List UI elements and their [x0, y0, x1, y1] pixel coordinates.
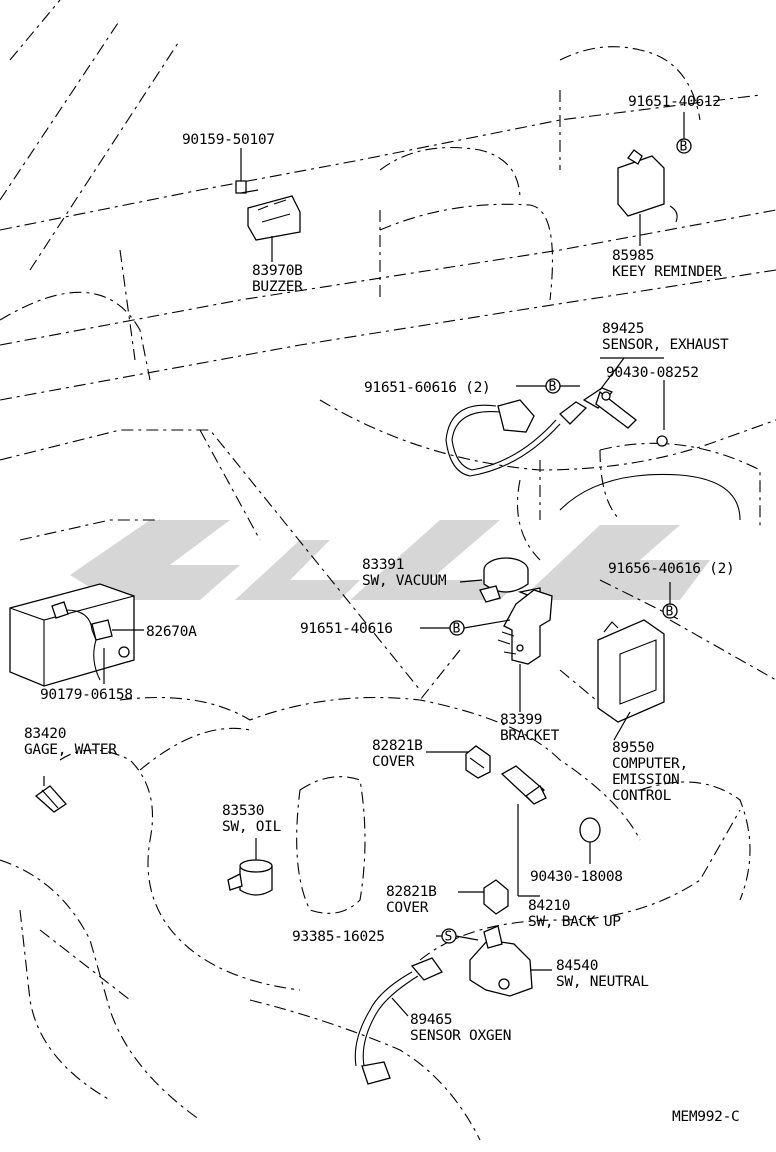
part-number-82821b-upper: 82821B: [372, 738, 423, 754]
part-desc-sw-oil: SW, OIL: [222, 819, 282, 835]
marker-b-3: B: [662, 603, 678, 620]
part-number-91656-40616: 91656-40616 (2): [608, 561, 734, 577]
part-number-83391: 83391: [362, 557, 404, 573]
part-number-82670a: 82670A: [146, 624, 197, 640]
part-number-91651-60616: 91651-60616 (2): [364, 380, 490, 396]
part-number-82821b-lower: 82821B: [386, 884, 437, 900]
part-number-84540: 84540: [556, 958, 598, 974]
part-desc-cover-lower: COVER: [386, 900, 429, 916]
part-desc-buzzer: BUZZER: [252, 279, 303, 295]
cover-82821b-upper-icon: [465, 745, 491, 779]
battery-relay-icon: [9, 583, 135, 687]
part-desc-cover-upper: COVER: [372, 754, 415, 770]
key-reminder-icon: [617, 149, 678, 223]
part-number-83420: 83420: [24, 726, 66, 742]
part-desc-computer: COMPUTER,: [612, 756, 688, 772]
svg-text:B: B: [453, 622, 461, 637]
drawing-code: MEM992-C: [672, 1109, 739, 1125]
leader-lines: [43, 112, 685, 1017]
part-number-89465: 89465: [410, 1012, 452, 1028]
engine-cylinder: [559, 473, 741, 521]
backup-switch-icon: [500, 765, 601, 843]
neutral-switch-icon: [469, 925, 533, 997]
part-number-90430-08252: 90430-08252: [606, 365, 699, 381]
part-number-84210: 84210: [528, 898, 570, 914]
oxygen-sensor-icon: [354, 957, 443, 1085]
part-number-91651-40612: 91651-40612: [628, 94, 721, 110]
svg-text:B: B: [666, 605, 674, 620]
bolt-90159: [235, 180, 259, 194]
part-number-89550: 89550: [612, 740, 654, 756]
part-number-83399: 83399: [500, 712, 542, 728]
part-number-90179-06158: 90179-06158: [40, 687, 133, 703]
buzzer-icon: [247, 195, 301, 241]
part-desc-emission: EMISSION: [612, 772, 679, 788]
svg-text:B: B: [680, 140, 688, 155]
part-desc-key-reminder: KEEY REMINDER: [612, 264, 722, 280]
oil-switch-icon: [227, 859, 273, 896]
part-desc-sw-vacuum: SW, VACUUM: [362, 573, 447, 589]
part-number-90159-50107: 90159-50107: [182, 132, 275, 148]
part-desc-sw-back-up: SW, BACK UP: [528, 914, 621, 930]
part-desc-control: CONTROL: [612, 788, 672, 804]
part-number-91651-40616: 91651-40616: [300, 621, 393, 637]
part-desc-bracket: BRACKET: [500, 728, 560, 744]
svg-text:B: B: [549, 380, 557, 395]
part-number-89425: 89425: [602, 321, 644, 337]
marker-b-4: B: [449, 620, 465, 637]
part-number-85985: 85985: [612, 248, 654, 264]
svg-text:S: S: [445, 930, 453, 945]
part-number-83530: 83530: [222, 803, 264, 819]
part-number-93385-16025: 93385-16025: [292, 929, 385, 945]
part-desc-sensor-exhaust: SENSOR, EXHAUST: [602, 337, 729, 353]
part-desc-gage-water: GAGE, WATER: [24, 742, 117, 758]
part-number-90430-18008: 90430-18008: [530, 869, 623, 885]
part-number-83970b: 83970B: [252, 263, 303, 279]
part-desc-sw-neutral: SW, NEUTRAL: [556, 974, 649, 990]
labels: 90159-50107 83970B BUZZER 91651-40612 85…: [24, 94, 740, 1125]
exhaust-sensor-icon: [445, 387, 668, 477]
part-desc-sensor-oxgen: SENSOR OXGEN: [410, 1028, 511, 1044]
vacuum-switch-icon: [479, 557, 541, 603]
marker-b-1: B: [676, 138, 692, 155]
computer-emission-icon: [597, 619, 665, 723]
marker-b-2: B: [545, 378, 561, 395]
water-gage-icon: [34, 785, 67, 813]
marker-s-1: S: [441, 928, 457, 945]
cover-82821b-lower-icon: [483, 879, 509, 915]
bracket-icon: [497, 589, 553, 665]
